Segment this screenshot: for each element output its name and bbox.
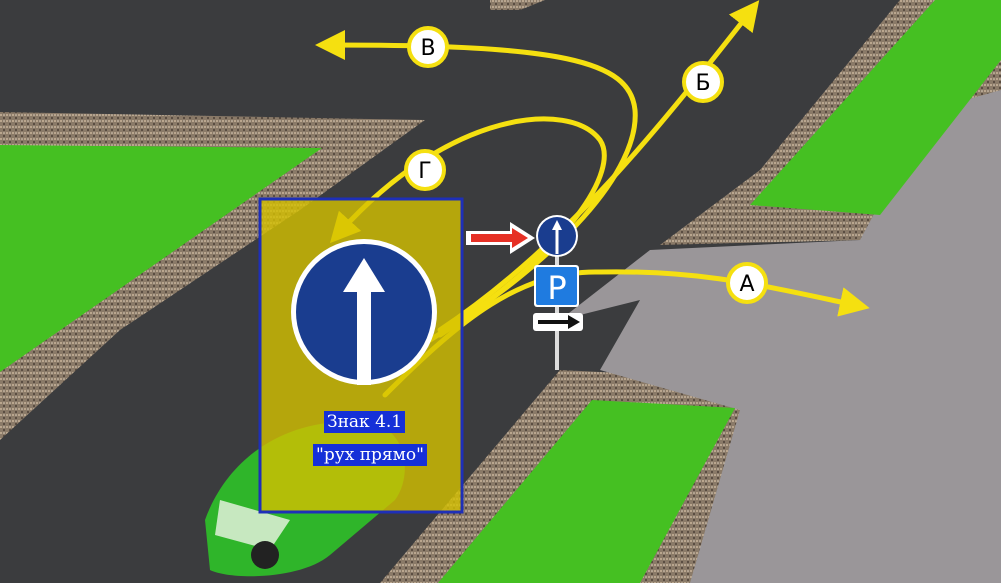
svg-text:А: А bbox=[739, 272, 754, 297]
route-label-a: А bbox=[726, 262, 768, 304]
svg-text:P: P bbox=[547, 269, 566, 307]
sign-caption-title: Знак 4.1 bbox=[324, 411, 406, 433]
gravel-top bbox=[490, 0, 545, 10]
grass-left bbox=[0, 145, 322, 372]
big-straight-sign bbox=[291, 239, 437, 385]
route-label-v: В bbox=[407, 26, 449, 68]
parking-sign: P bbox=[534, 265, 579, 307]
grass-right bbox=[750, 0, 1001, 215]
small-straight-sign bbox=[536, 215, 578, 257]
grass-bottom bbox=[438, 400, 735, 583]
sign-caption-name: "рух прямо" bbox=[313, 444, 427, 466]
pointer-arrow-icon bbox=[466, 222, 535, 254]
route-g-line bbox=[329, 116, 607, 338]
sign-pole bbox=[555, 250, 559, 370]
svg-text:Г: Г bbox=[418, 159, 431, 184]
svg-text:Б: Б bbox=[695, 71, 710, 96]
route-label-b: Б bbox=[682, 61, 724, 103]
svg-text:В: В bbox=[420, 36, 435, 61]
pavement bbox=[560, 90, 1001, 583]
direction-plate-right-arrow-icon bbox=[533, 313, 583, 331]
route-label-g: Г bbox=[404, 149, 446, 191]
